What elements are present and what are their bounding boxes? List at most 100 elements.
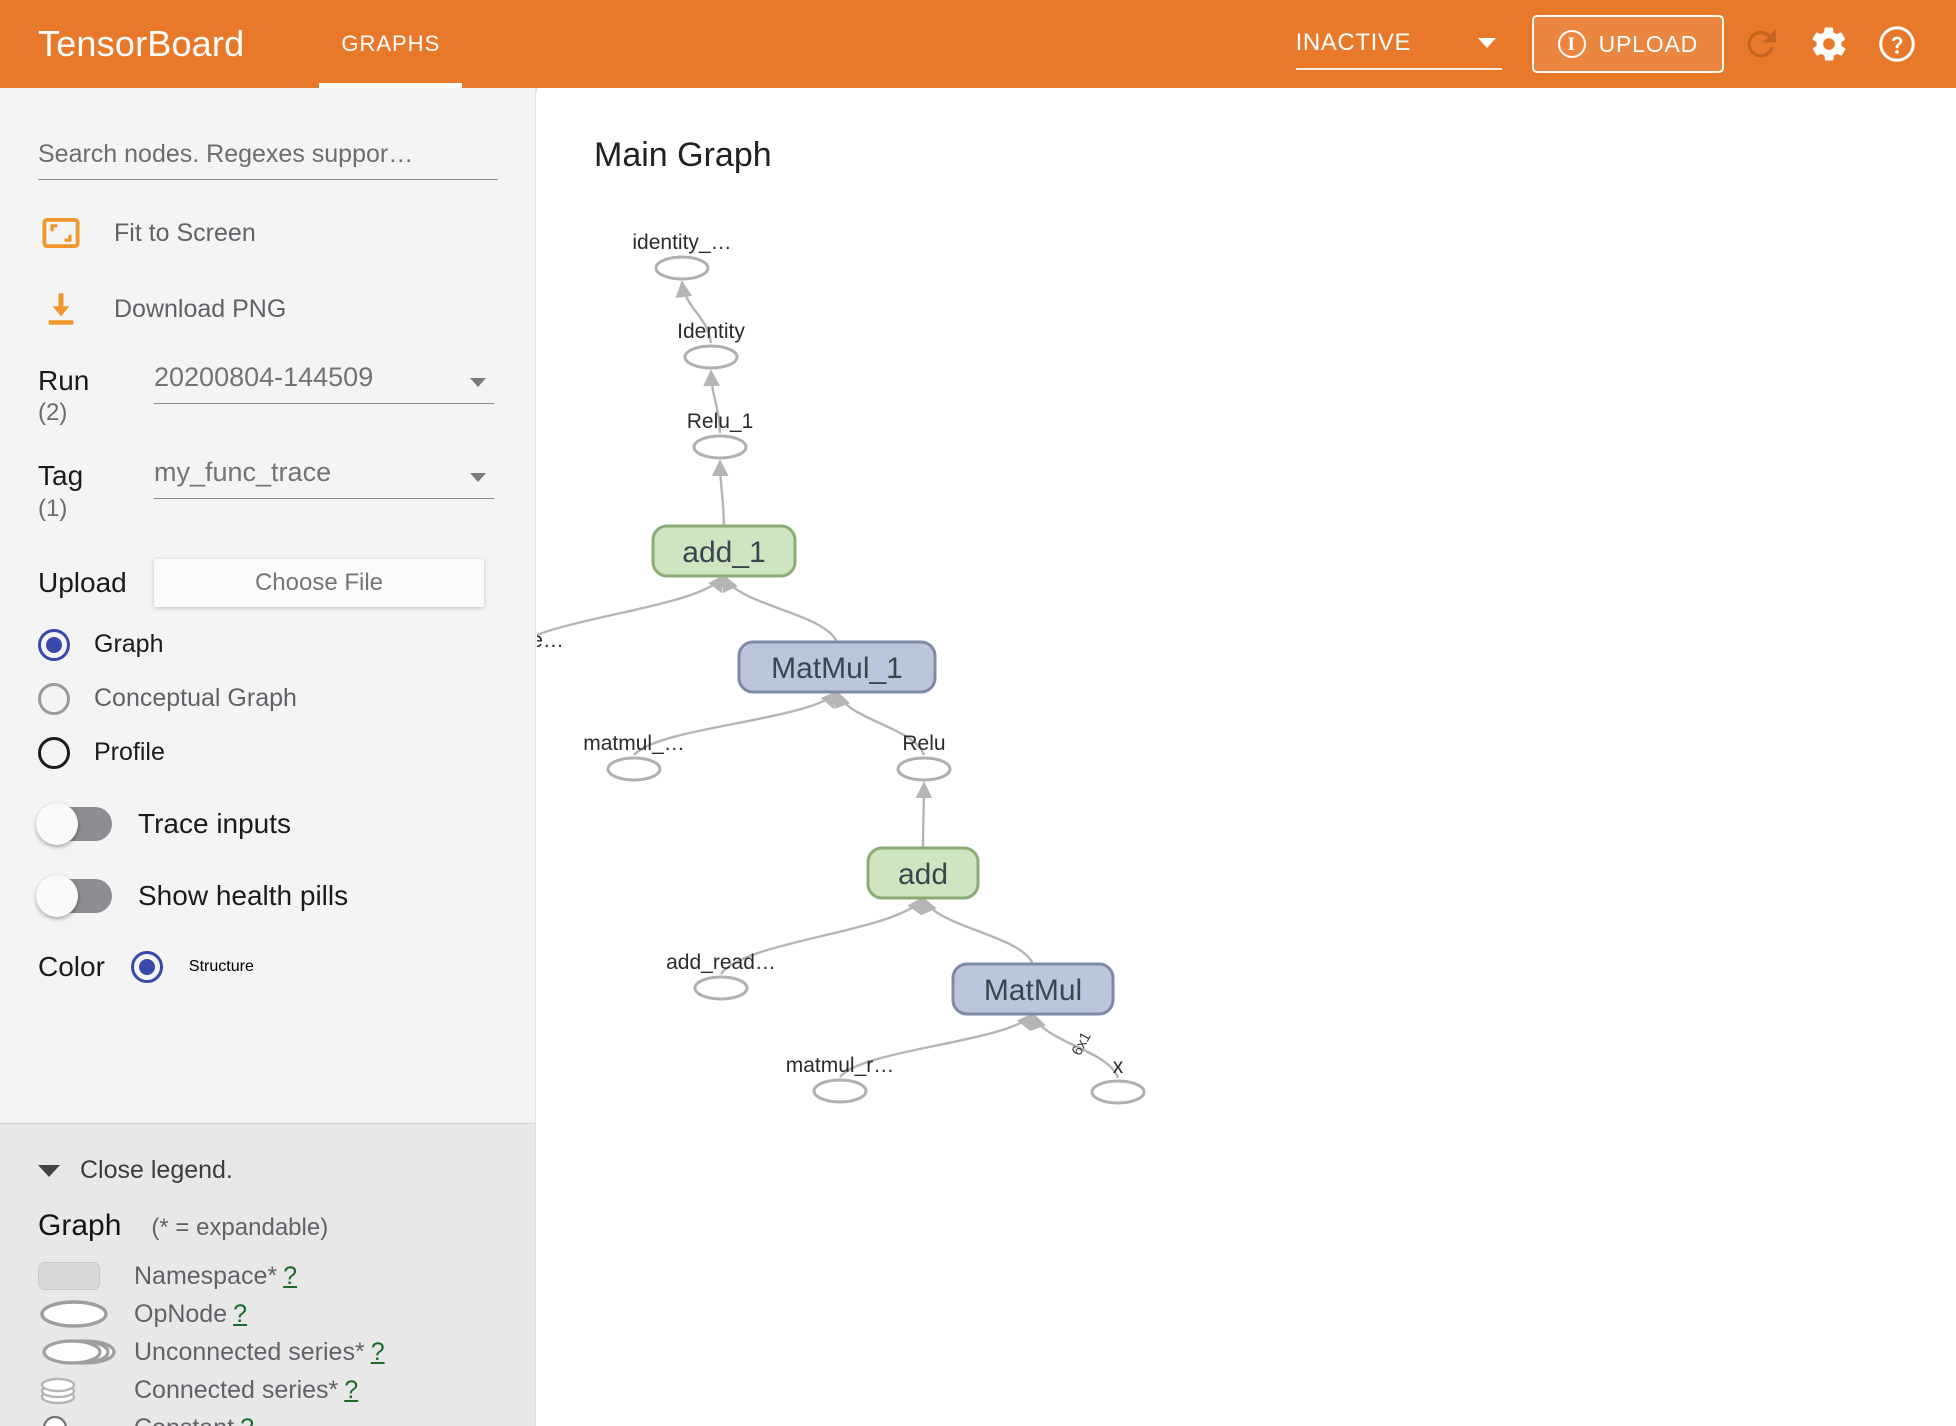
download-png-label: Download PNG <box>114 294 287 323</box>
top-bar-right: INACTIVE i UPLOAD <box>1295 0 1928 88</box>
radio-conceptual-graph[interactable]: Conceptual Graph <box>38 682 497 715</box>
graph-node-MatMul[interactable]: MatMul <box>951 962 1115 1016</box>
download-icon <box>38 286 84 332</box>
graph-node-label: MatMul <box>984 974 1082 1007</box>
tag-label: Tag <box>38 460 84 492</box>
graph-node-label: matmul_… <box>583 732 685 755</box>
radio-structure-label: Structure <box>188 957 254 975</box>
legend-item-label: Connected series*? <box>134 1375 359 1404</box>
graph-node-add_read[interactable]: add_read… <box>666 951 776 1001</box>
opnode-ellipse <box>1090 1079 1146 1105</box>
radio-profile[interactable]: Profile <box>38 736 497 769</box>
graph-svg[interactable]: identity_…IdentityRelu_1add_1add_1_re…Ma… <box>537 88 1956 1426</box>
toggle-trace-inputs[interactable]: Trace inputs <box>36 802 497 845</box>
legend-item-label: Namespace*? <box>134 1261 298 1290</box>
help-link[interactable]: ? <box>370 1337 385 1366</box>
graph-edge <box>834 690 926 756</box>
tag-dropdown[interactable]: my_func_trace <box>154 457 494 500</box>
help-link[interactable]: ? <box>233 1299 248 1328</box>
choose-file-button[interactable]: Choose File <box>154 558 484 607</box>
radio-structure-indicator[interactable] <box>130 950 163 983</box>
opnode-ellipse <box>693 975 749 1001</box>
namespace-box <box>866 846 980 900</box>
graph-node-label: add <box>898 858 948 891</box>
graph-node-x[interactable]: x <box>1090 1055 1146 1105</box>
namespace-swatch-icon <box>38 1262 134 1290</box>
graph-node-label: Identity <box>677 320 745 343</box>
tag-field: Tag (1) my_func_trace <box>38 457 497 522</box>
graph-node-label: identity_… <box>632 231 731 254</box>
legend-title: Graph <box>38 1209 122 1242</box>
search-input[interactable] <box>38 140 498 180</box>
run-count: (2) <box>38 399 68 427</box>
inactive-dropdown-value: INACTIVE <box>1295 29 1412 56</box>
graph-node-add_1_read[interactable]: add_1_re… <box>537 629 564 677</box>
top-app-bar: TensorBoard GRAPHS INACTIVE i UPLOAD <box>0 0 1956 88</box>
run-dropdown[interactable]: 20200804-144509 <box>154 362 494 404</box>
radio-graph[interactable]: Graph <box>38 628 497 661</box>
opnode-ellipse <box>896 756 952 782</box>
close-legend-button[interactable]: Close legend. <box>38 1156 498 1185</box>
legend-item-connected-series: Connected series*? <box>38 1371 498 1409</box>
matmul-box <box>951 962 1115 1016</box>
graph-node-label: Relu_1 <box>687 410 754 433</box>
tag-count: (1) <box>38 494 68 522</box>
opnode-ellipse <box>692 434 748 460</box>
unconnected-series-swatch-icon <box>38 1335 134 1369</box>
tag-label-group: Tag (1) <box>38 457 154 522</box>
radio-graph-indicator <box>38 628 70 661</box>
opnode-ellipse <box>683 344 739 370</box>
graph-edge <box>711 459 729 527</box>
connected-series-swatch-icon <box>38 1372 134 1408</box>
chevron-down-icon <box>38 1164 60 1177</box>
graph-node-add_1[interactable]: add_1 <box>651 524 797 578</box>
radio-conceptual-graph-indicator <box>38 682 70 715</box>
help-link[interactable]: ? <box>283 1261 298 1290</box>
toggle-show-health-pills-label: Show health pills <box>138 879 349 911</box>
toggle-show-health-pills-switch[interactable] <box>36 874 112 917</box>
run-label: Run <box>38 365 90 396</box>
legend-item-opnode: OpNode? <box>38 1295 498 1333</box>
fit-to-screen-button[interactable]: Fit to Screen <box>38 210 497 256</box>
download-png-button[interactable]: Download PNG <box>38 286 497 332</box>
graph-node-add[interactable]: add <box>866 846 980 900</box>
graph-node-matmul_read[interactable]: matmul_r… <box>786 1054 895 1104</box>
color-field: Color Structure <box>38 950 497 1013</box>
graph-node-Relu_1[interactable]: Relu_1 <box>687 410 754 460</box>
sidebar-controls: Fit to Screen Download PNG Run (2) 20200… <box>0 88 535 1013</box>
fit-to-screen-label: Fit to Screen <box>114 218 256 247</box>
legend-item-label: OpNode? <box>134 1299 248 1328</box>
graph-node-label: MatMul_1 <box>771 652 903 685</box>
graph-edge <box>1030 1012 1120 1079</box>
graph-node-matmul_read_1[interactable]: matmul_… <box>583 732 685 782</box>
help-link[interactable]: ? <box>344 1375 359 1404</box>
search-field-wrap <box>38 88 498 180</box>
graph-node-label: Relu <box>902 732 945 755</box>
upload-button[interactable]: i UPLOAD <box>1531 15 1724 73</box>
chevron-down-icon <box>470 473 486 483</box>
graph-edge <box>722 574 839 643</box>
graph-node-label: x <box>1113 1055 1124 1078</box>
legend-panel: Close legend. Graph (* = expandable) Nam… <box>0 1123 535 1426</box>
nav-tabs: GRAPHS <box>319 0 463 88</box>
graph-node-MatMul_1[interactable]: MatMul_1 <box>737 640 937 694</box>
page-title: Main Graph <box>594 136 772 174</box>
run-label-group: Run (2) <box>38 362 154 427</box>
radio-profile-indicator <box>38 736 70 769</box>
toggle-show-health-pills[interactable]: Show health pills <box>36 874 497 917</box>
opnode-swatch-icon <box>38 1297 134 1331</box>
refresh-icon[interactable] <box>1730 13 1792 75</box>
help-circle-icon[interactable] <box>1866 13 1928 75</box>
legend-items: Namespace*? OpNode? <box>38 1257 498 1426</box>
tab-graphs[interactable]: GRAPHS <box>319 0 463 88</box>
graph-node-identity_out[interactable]: identity_… <box>632 231 732 281</box>
help-link[interactable]: ? <box>240 1414 254 1426</box>
settings-gear-icon[interactable] <box>1798 13 1860 75</box>
graph-node-Identity[interactable]: Identity <box>677 320 745 370</box>
toggle-trace-inputs-switch[interactable] <box>36 802 112 845</box>
graph-node-Relu[interactable]: Relu <box>896 732 952 782</box>
legend-title-row: Graph (* = expandable) <box>38 1209 498 1243</box>
inactive-dropdown[interactable]: INACTIVE <box>1295 18 1502 70</box>
